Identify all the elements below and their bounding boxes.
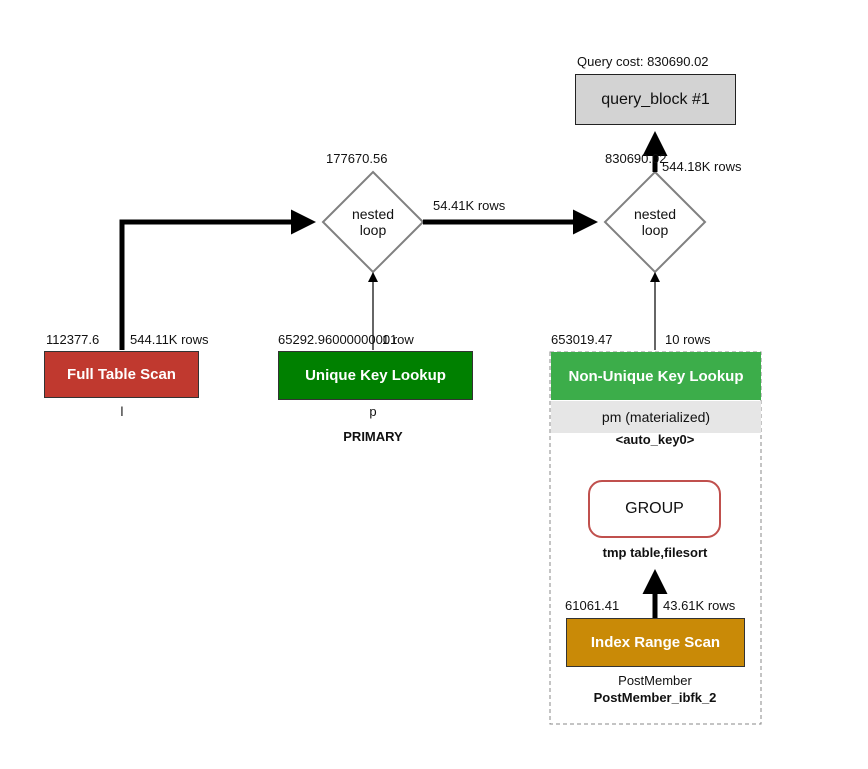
query-block-label: query_block #1 bbox=[601, 90, 710, 108]
full-table-scan-node[interactable]: Full Table Scan bbox=[44, 351, 199, 398]
materialized-table-label: pm (materialized) bbox=[601, 409, 711, 425]
index-range-key: PostMember_ibfk_2 bbox=[593, 690, 717, 705]
unique-lookup-table: p bbox=[369, 404, 377, 419]
nonunique-lookup-rows: 10 rows bbox=[665, 332, 711, 347]
index-range-scan-node[interactable]: Index Range Scan bbox=[566, 618, 745, 667]
index-range-scan-label: Index Range Scan bbox=[590, 634, 721, 651]
edge-fullscan-to-midjoin bbox=[119, 209, 316, 350]
unique-key-lookup-node[interactable]: Unique Key Lookup bbox=[278, 351, 473, 400]
unique-lookup-cost: 65292.96000000001 bbox=[278, 332, 398, 347]
top-join-label-line1: nested bbox=[633, 206, 677, 222]
group-node[interactable]: GROUP bbox=[588, 480, 721, 538]
query-block-node[interactable]: query_block #1 bbox=[575, 74, 736, 125]
full-scan-cost: 112377.6 bbox=[46, 332, 100, 347]
group-note: tmp table,filesort bbox=[602, 545, 708, 560]
mid-join-rows: 54.41K rows bbox=[433, 198, 506, 213]
full-scan-table: l bbox=[120, 404, 124, 419]
full-table-scan-label: Full Table Scan bbox=[67, 366, 176, 383]
unique-lookup-rows: 1 row bbox=[382, 332, 414, 347]
index-range-table: PostMember bbox=[618, 673, 692, 688]
nonunique-lookup-key: <auto_key0> bbox=[615, 432, 695, 447]
mid-join-label-line1: nested bbox=[351, 206, 395, 222]
non-unique-key-lookup-label: Non-Unique Key Lookup bbox=[568, 367, 744, 385]
mid-join-label-line2: loop bbox=[359, 222, 387, 238]
unique-key-lookup-label: Unique Key Lookup bbox=[305, 367, 446, 384]
top-join-label-line2: loop bbox=[641, 222, 669, 238]
query-cost-label: Query cost: 830690.02 bbox=[577, 54, 709, 69]
materialized-table-band: pm (materialized) bbox=[551, 401, 761, 433]
top-join-rows: 544.18K rows bbox=[662, 159, 742, 174]
non-unique-key-lookup-node[interactable]: Non-Unique Key Lookup bbox=[551, 352, 761, 400]
top-join-cost: 830690.02 bbox=[605, 151, 667, 166]
unique-lookup-key: PRIMARY bbox=[343, 429, 403, 444]
mid-join-cost: 177670.56 bbox=[326, 151, 388, 166]
nonunique-lookup-cost: 653019.47 bbox=[551, 332, 613, 347]
top-join-label: nested loop bbox=[634, 206, 676, 238]
group-label: GROUP bbox=[625, 500, 684, 517]
mid-join-label: nested loop bbox=[352, 206, 394, 238]
index-range-cost: 61061.41 bbox=[565, 598, 620, 613]
full-scan-rows: 544.11K rows bbox=[130, 332, 209, 347]
index-range-rows: 43.61K rows bbox=[663, 598, 736, 613]
